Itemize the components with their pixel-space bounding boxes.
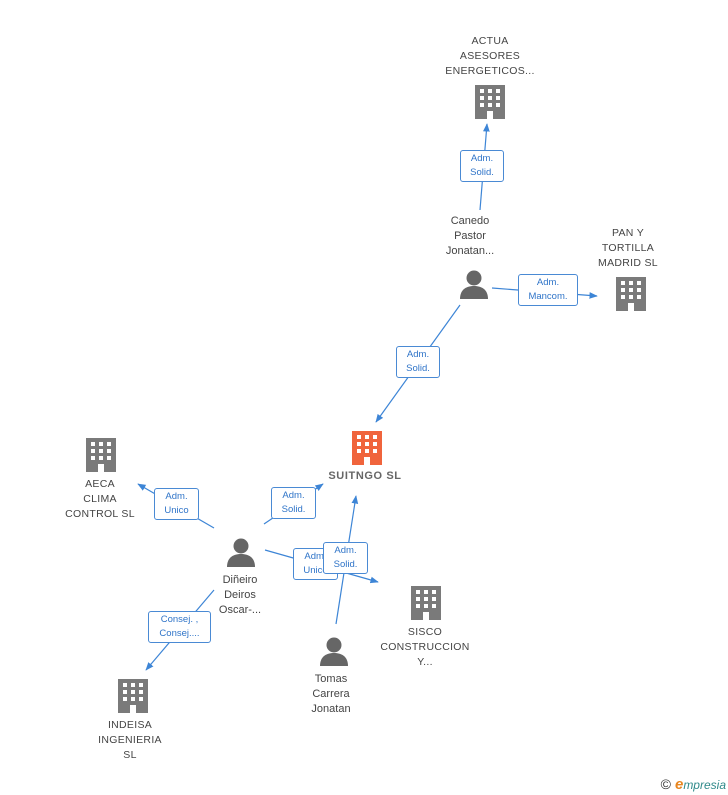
- brand-footer: ©empresia: [661, 776, 726, 793]
- building-icon-focus[interactable]: [352, 431, 382, 465]
- brand-name: mpresia: [683, 778, 726, 792]
- edge-label-dineiro-suitngo[interactable]: Adm. Solid.: [271, 487, 316, 519]
- node-label-tomas[interactable]: Tomas Carrera Jonatan: [311, 673, 351, 715]
- node-label-sisco[interactable]: SISCO CONSTRUCCION Y...: [380, 626, 470, 668]
- node-label-suitngo[interactable]: SUITNGO SL: [328, 470, 402, 482]
- node-label-aeca[interactable]: AECA CLIMA CONTROL SL: [65, 478, 135, 520]
- building-icon[interactable]: [86, 438, 116, 472]
- edge-label-canedo-actua[interactable]: Adm. Solid.: [460, 150, 504, 182]
- building-icon[interactable]: [118, 679, 148, 713]
- edge-label-canedo-pan[interactable]: Adm. Mancom.: [518, 274, 578, 306]
- copyright-icon: ©: [660, 776, 671, 792]
- edge-label-canedo-suitngo[interactable]: Adm. Solid.: [396, 346, 440, 378]
- edge-label-tomas-suitngo[interactable]: Adm. Solid.: [323, 542, 368, 574]
- edge-label-dineiro-indeisa[interactable]: Consej. , Consej....: [148, 611, 211, 643]
- node-label-indeisa[interactable]: INDEISA INGENIERIA SL: [98, 719, 162, 761]
- building-icon[interactable]: [616, 277, 646, 311]
- person-icon[interactable]: [227, 538, 255, 568]
- edge-label-dineiro-aeca[interactable]: Adm. Unico: [154, 488, 199, 520]
- person-icon[interactable]: [460, 270, 488, 300]
- brand-logo-letter: e: [674, 776, 684, 793]
- node-label-pan[interactable]: PAN Y TORTILLA MADRID SL: [598, 227, 658, 269]
- person-icon[interactable]: [320, 637, 348, 667]
- node-label-actua[interactable]: ACTUA ASESORES ENERGETICOS...: [445, 35, 535, 77]
- node-label-dineiro[interactable]: Diñeiro Deiros Oscar-...: [218, 574, 262, 616]
- building-icon[interactable]: [475, 85, 505, 119]
- building-icon[interactable]: [411, 586, 441, 620]
- node-label-canedo[interactable]: Canedo Pastor Jonatan...: [445, 215, 495, 257]
